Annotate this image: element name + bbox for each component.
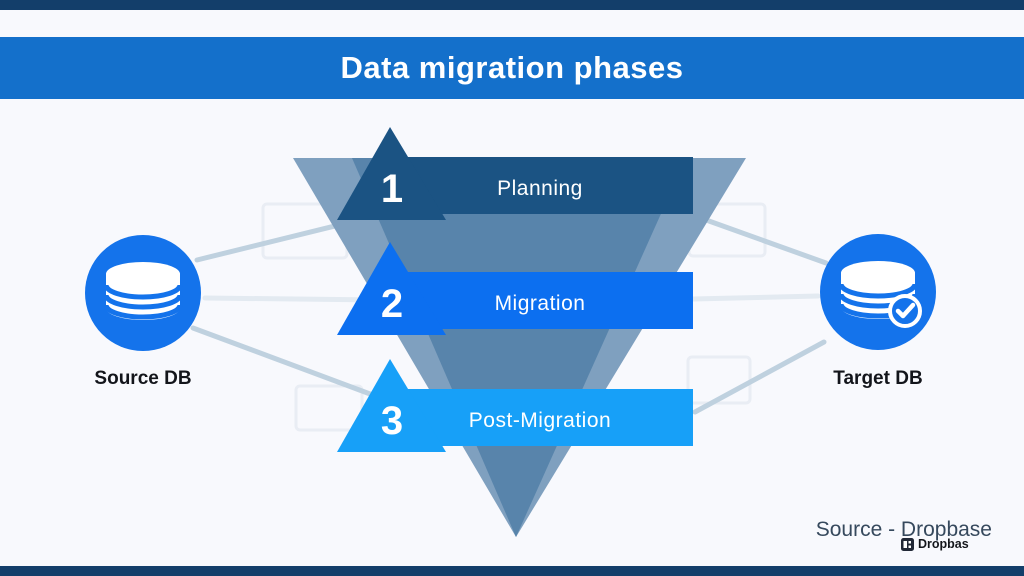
funnel-inner-triangle (352, 158, 686, 537)
check-badge-icon (888, 294, 922, 328)
phase-3-label: Post-Migration (469, 409, 611, 432)
title-banner: Data migration phases (0, 37, 1024, 99)
funnel (293, 158, 746, 537)
source-attribution: Source - Dropbase (815, 518, 992, 541)
dropbase-watermark-text: Dropbas (918, 537, 969, 551)
phase-1-label: Planning (497, 177, 583, 200)
phase-2-pointer (337, 242, 446, 335)
phase-1-pointer (337, 127, 446, 220)
connector-phase3-target (692, 339, 827, 415)
target-db-label: Target DB (833, 368, 922, 389)
target-db-node: Target DB (820, 234, 936, 389)
phase-3-number: 3 (381, 399, 403, 443)
connector-source-phase2 (202, 295, 383, 303)
source-db-label: Source DB (94, 368, 191, 389)
phase-2: 2 Migration (337, 242, 693, 335)
phase-1-number: 1 (381, 167, 403, 211)
dropbase-logo-icon (901, 537, 914, 551)
dropbase-watermark: Dropbas (901, 537, 969, 551)
phase-3: 3 Post-Migration (337, 359, 693, 452)
connector-phase2-target (690, 293, 821, 302)
phase-2-number: 2 (381, 282, 403, 326)
ghost-rect (686, 355, 752, 405)
ghost-rect (294, 384, 364, 432)
phase-2-label: Migration (495, 292, 586, 315)
page-title: Data migration phases (340, 50, 684, 85)
connector-phase1-target (692, 213, 829, 266)
top-accent-bar (0, 0, 1024, 10)
bottom-accent-bar (0, 566, 1024, 576)
database-check-icon (838, 261, 922, 328)
database-icon (103, 262, 183, 320)
source-db-node: Source DB (85, 235, 201, 389)
phase-1: 1 Planning (337, 127, 693, 220)
phase-3-pointer (337, 359, 446, 452)
